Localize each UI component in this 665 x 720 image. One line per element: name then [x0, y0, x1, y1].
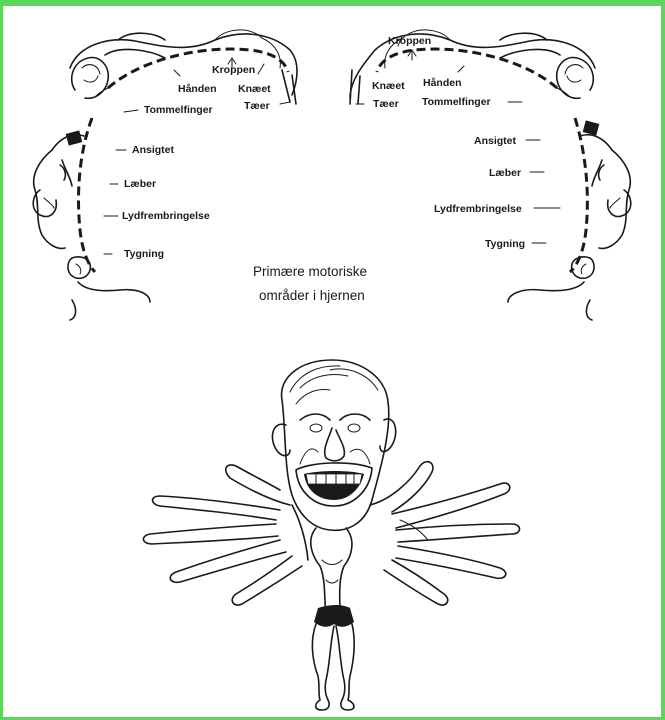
- right-label-ansigtet: Ansigtet: [474, 135, 517, 147]
- left-label-haanden: Hånden: [178, 83, 217, 95]
- right-label-tygning: Tygning: [485, 238, 525, 250]
- right-homunculus: Kroppen Knæet Hånden Tæer Tommelfinger A…: [350, 30, 631, 320]
- left-label-laeber: Læber: [124, 178, 156, 190]
- left-label-knaeet: Knæet: [238, 83, 271, 95]
- left-label-ansigtet: Ansigtet: [132, 144, 175, 156]
- right-label-laeber: Læber: [489, 167, 521, 179]
- homunculus-figure: [143, 360, 519, 710]
- caption-line-2: områder i hjernen: [259, 288, 365, 303]
- right-label-haanden: Hånden: [423, 77, 462, 89]
- left-label-taeer: Tæer: [244, 100, 270, 112]
- left-label-tygning: Tygning: [124, 248, 164, 260]
- right-label-kroppen: Kroppen: [388, 35, 431, 47]
- left-label-kroppen: Kroppen: [212, 64, 255, 76]
- left-label-lydfrembringelse: Lydfrembringelse: [122, 210, 210, 222]
- right-label-tommelfinger: Tommelfinger: [422, 96, 491, 108]
- left-label-tommelfinger: Tommelfinger: [144, 104, 213, 116]
- right-label-lydfrembringelse: Lydfrembringelse: [434, 203, 522, 215]
- right-label-knaeet: Knæet: [372, 80, 405, 92]
- right-label-taeer: Tæer: [373, 98, 399, 110]
- caption-line-1: Primære motoriske: [253, 264, 367, 279]
